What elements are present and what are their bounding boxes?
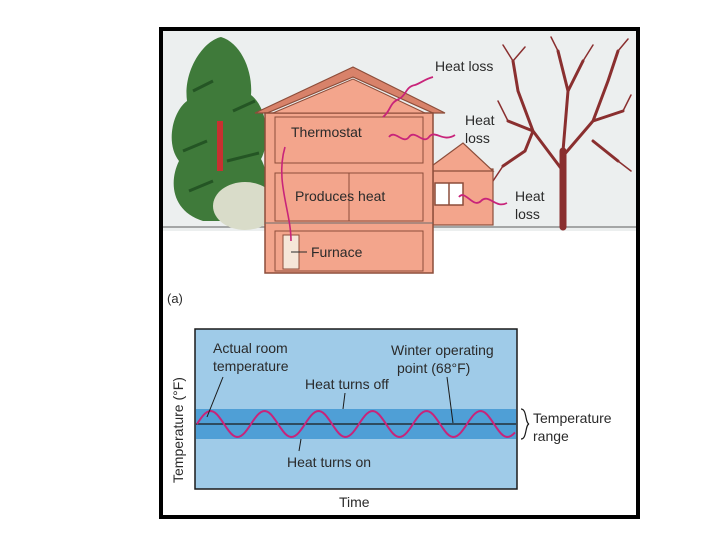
actual-room-label-2: temperature [213, 358, 289, 374]
temperature-range-label-1: Temperature [533, 410, 612, 426]
x-axis-label: Time [339, 494, 370, 510]
pointer-on [298, 438, 302, 452]
heat-loss-wave-roof [382, 76, 434, 118]
room-temperature-wave [196, 409, 516, 439]
winter-operating-label-2: point (68°F) [397, 360, 470, 376]
thermostat-label: Thermostat [291, 124, 362, 140]
heat-loss-side-label-1: Heat [515, 188, 545, 204]
heat-loss-top-label: Heat loss [435, 58, 493, 74]
heat-loss-mid-label-1: Heat [465, 112, 495, 128]
actual-room-label-1: Actual room [213, 340, 288, 356]
heat-loss-side-label-2: loss [515, 206, 540, 222]
control-wire [280, 146, 292, 242]
house-scene: Thermostat Produces heat Furnace Heat lo… [163, 31, 636, 306]
heat-turns-on-label: Heat turns on [287, 454, 371, 470]
heat-loss-mid-label-2: loss [465, 130, 490, 146]
winter-operating-label-1: Winter operating [391, 342, 494, 358]
temperature-range-label-2: range [533, 428, 569, 444]
bare-tree-icon [492, 36, 632, 231]
figure-frame: Thermostat Produces heat Furnace Heat lo… [159, 27, 640, 519]
pointer-actual [206, 376, 224, 418]
bush-icon [213, 182, 277, 230]
heat-loss-wave-window [458, 194, 508, 206]
thermostat-diagram: Thermostat Produces heat Furnace Heat lo… [163, 31, 636, 510]
furnace-label: Furnace [311, 244, 363, 260]
temperature-graph: Actual room temperature Winter operating… [170, 328, 612, 510]
range-brace [520, 408, 530, 440]
pointer-off [342, 392, 346, 410]
heat-turns-off-label: Heat turns off [305, 376, 389, 392]
panel-a-label: (a) [167, 291, 183, 306]
produces-heat-label: Produces heat [295, 188, 385, 204]
evergreen-tree-icon [171, 37, 267, 221]
pointer-winter [446, 376, 454, 424]
heat-loss-wave-wall [388, 133, 456, 141]
y-axis-label: Temperature (°F) [170, 377, 186, 483]
